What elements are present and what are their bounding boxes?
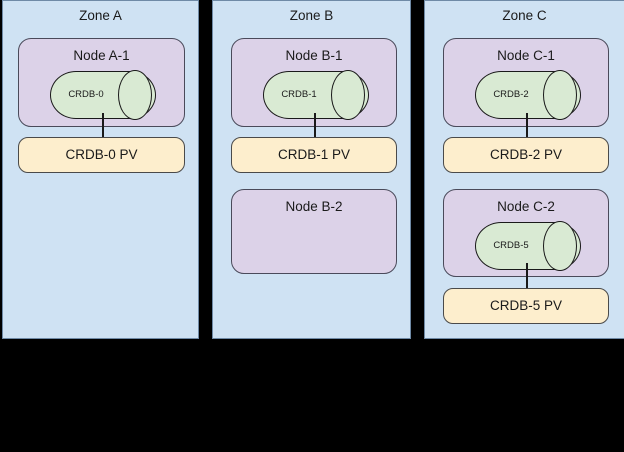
cylinder-cap: [118, 69, 152, 121]
connector-crdb-1: [314, 113, 316, 139]
connector-crdb-5: [526, 263, 528, 290]
cylinder-cap: [543, 69, 577, 121]
cylinder-cap: [543, 220, 577, 272]
pod-crdb-1: CRDB-1: [263, 69, 369, 121]
pod-crdb-5: CRDB-5: [475, 220, 581, 272]
pod-crdb-5-label: CRDB-5: [493, 240, 529, 251]
node-a-1: Node A-1 CRDB-0: [18, 38, 185, 127]
node-b-2: Node B-2: [231, 189, 397, 274]
zone-a-label: Zone A: [79, 8, 122, 23]
node-c-2-label: Node C-2: [497, 199, 555, 214]
connector-crdb-0: [102, 113, 104, 139]
pv-crdb-1: CRDB-1 PV: [231, 137, 397, 173]
pv-crdb-0: CRDB-0 PV: [18, 137, 185, 173]
zone-b: Zone B Node B-1 CRDB-1 CRDB-1 PV Node B-…: [212, 0, 411, 339]
pv-crdb-5-label: CRDB-5 PV: [489, 298, 562, 313]
pv-crdb-2: CRDB-2 PV: [443, 137, 609, 173]
zone-b-label: Zone B: [289, 8, 334, 23]
node-c-1-label: Node C-1: [497, 48, 555, 63]
pv-crdb-1-label: CRDB-1 PV: [277, 147, 350, 162]
pod-crdb-0: CRDB-0: [50, 69, 156, 121]
zone-c: Zone C Node C-1 CRDB-2 CRDB-2 PV Node C-…: [424, 0, 624, 339]
node-b-1: Node B-1 CRDB-1: [231, 38, 397, 127]
node-b-1-label: Node B-1: [285, 48, 343, 63]
pod-crdb-2-label: CRDB-2: [493, 89, 529, 100]
node-b-2-label: Node B-2: [285, 199, 343, 214]
pv-crdb-0-label: CRDB-0 PV: [65, 147, 138, 162]
zone-c-label: Zone C: [502, 8, 547, 23]
pod-crdb-1-label: CRDB-1: [281, 89, 317, 100]
pv-crdb-5: CRDB-5 PV: [443, 288, 609, 324]
pod-crdb-0-label: CRDB-0: [68, 89, 104, 100]
node-c-2: Node C-2 CRDB-5: [443, 189, 609, 277]
node-c-1: Node C-1 CRDB-2: [443, 38, 609, 127]
pv-crdb-2-label: CRDB-2 PV: [489, 147, 562, 162]
cylinder-cap: [331, 69, 365, 121]
pod-crdb-2: CRDB-2: [475, 69, 581, 121]
zone-a: Zone A Node A-1 CRDB-0 CRDB-0 PV: [2, 0, 199, 339]
connector-crdb-2: [526, 113, 528, 139]
node-a-1-label: Node A-1: [73, 48, 130, 63]
